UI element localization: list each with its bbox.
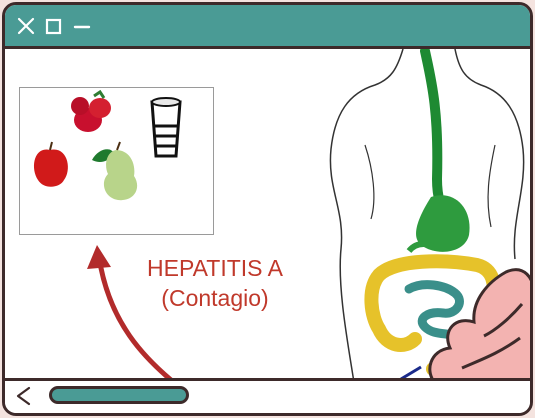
- illustration-area: HEPATITIS A (Contagio): [5, 49, 530, 378]
- food-contamination-panel: [19, 87, 214, 235]
- scroll-thumb[interactable]: [49, 386, 189, 404]
- scroll-left-button[interactable]: [13, 385, 35, 407]
- title-bar: [5, 5, 530, 49]
- minimize-icon: [72, 16, 92, 36]
- chevron-left-icon: [13, 385, 35, 407]
- strawberries-icon: [71, 92, 111, 132]
- horizontal-scrollbar[interactable]: [5, 378, 530, 413]
- glass-of-water-icon: [152, 98, 180, 156]
- maximize-button[interactable]: [43, 15, 65, 37]
- apple-icon: [34, 142, 68, 187]
- hepatitis-caption: HEPATITIS A (Contagio): [123, 253, 307, 313]
- decorative-flower: [422, 264, 530, 378]
- caption-title: HEPATITIS A: [123, 253, 307, 283]
- minimize-button[interactable]: [71, 15, 93, 37]
- maximize-icon: [44, 16, 64, 36]
- close-icon: [16, 16, 36, 36]
- close-button[interactable]: [15, 15, 37, 37]
- caption-subtitle: (Contagio): [123, 283, 307, 313]
